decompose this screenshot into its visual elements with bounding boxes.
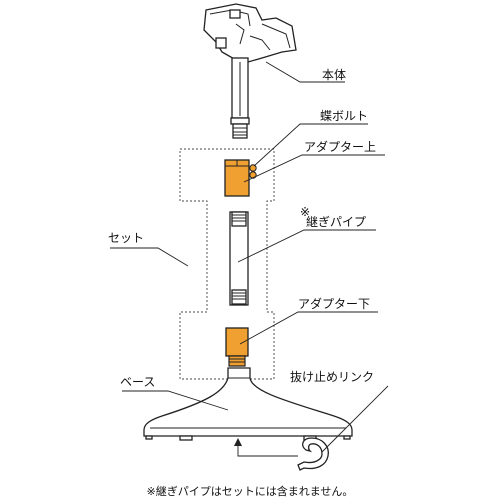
label-body: 本体 bbox=[322, 68, 346, 82]
joint-pipe-leader bbox=[237, 229, 376, 263]
joint-pipe-part bbox=[229, 211, 249, 306]
retaining-ring-part bbox=[297, 437, 329, 471]
label-adapter-top: アダプター上 bbox=[304, 139, 376, 154]
label-joint-pipe: 継ぎパイプ bbox=[306, 214, 366, 229]
label-wing-bolt: 蝶ボルト bbox=[320, 108, 368, 123]
adapter-bottom-part bbox=[225, 327, 249, 367]
label-retaining-ring: 抜け止めリンク bbox=[290, 370, 374, 384]
retaining-ring-leader bbox=[321, 385, 389, 453]
body-leader bbox=[265, 61, 345, 83]
arrow-to-ring bbox=[234, 438, 298, 457]
label-set: セット bbox=[108, 231, 144, 245]
base-part bbox=[143, 367, 353, 441]
set-dashed-outline bbox=[179, 148, 275, 380]
label-adapter-bottom: アダプター下 bbox=[298, 296, 370, 311]
adapter-bottom-leader bbox=[239, 311, 378, 345]
adapter-top-leader bbox=[243, 154, 385, 183]
main-body-part bbox=[203, 3, 297, 139]
label-base: ベース bbox=[120, 375, 155, 389]
base-leader bbox=[122, 390, 229, 411]
wing-bolt-leader bbox=[253, 123, 368, 167]
label-joint-pipe-mark: ※ bbox=[300, 205, 310, 219]
footnote: ※継ぎパイプはセットには含まれません。 bbox=[147, 484, 354, 498]
set-leader bbox=[110, 247, 189, 267]
adapter-top-part bbox=[224, 159, 257, 197]
